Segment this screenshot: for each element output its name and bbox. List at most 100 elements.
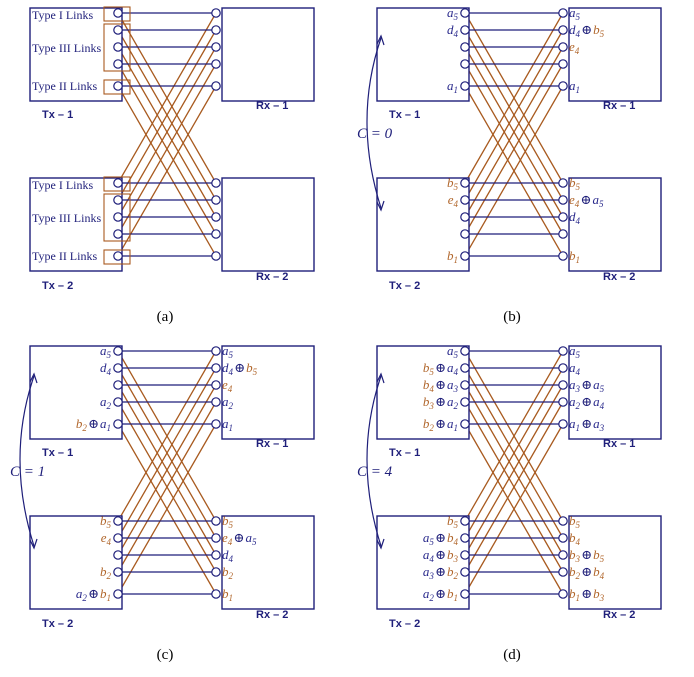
rx-node (558, 25, 568, 35)
tx1-symbol: b5 ⊕a4 (423, 360, 459, 377)
rx-node (211, 178, 221, 188)
rx-node (558, 419, 568, 429)
rx-node (211, 25, 221, 35)
rx1-symbol: d4 ⊕b5 (222, 360, 258, 377)
rx1-symbol: a2 ⊕a4 (569, 394, 605, 411)
tx-node (113, 380, 123, 390)
tx-node (460, 25, 470, 35)
rx-node (211, 419, 221, 429)
tx1-symbol: b4 ⊕a3 (423, 377, 459, 394)
rx-node (211, 516, 221, 526)
rx1-box (221, 345, 315, 440)
link-group-bracket (103, 193, 131, 242)
rx2-symbol: b5 (569, 175, 581, 192)
tx2-label: Tx – 2 (42, 618, 73, 630)
rx-node (558, 81, 568, 91)
rx-node (211, 251, 221, 261)
tx1-symbol: b3 ⊕a2 (423, 394, 459, 411)
rx2-symbol: d4 (569, 209, 581, 226)
rx-node (211, 212, 221, 222)
rx-node (211, 397, 221, 407)
tx-node (113, 229, 123, 239)
tx1-box (376, 345, 470, 440)
rx2-box (221, 177, 315, 272)
tx-node (113, 346, 123, 356)
rx1-box (221, 7, 315, 102)
cross-link-tx2-rx1 (464, 384, 564, 556)
tx-node (460, 419, 470, 429)
rx-node (558, 251, 568, 261)
tx1-symbol: b2 ⊕a1 (423, 416, 458, 433)
rx1-label: Rx – 1 (603, 100, 635, 112)
c-value-label: C = 1 (10, 464, 45, 480)
cross-wires (117, 350, 217, 595)
rx1-symbol: a1 (569, 78, 580, 95)
rx2-symbol: b2 (222, 564, 234, 581)
tx-node (113, 178, 123, 188)
rx1-symbol: a5 (569, 343, 581, 360)
tx-node (460, 516, 470, 526)
tx-node (113, 419, 123, 429)
rx-node (558, 229, 568, 239)
tx2-symbol: b5 (447, 175, 459, 192)
rx1-label: Rx – 1 (256, 100, 288, 112)
panel-caption: (d) (503, 647, 521, 663)
direct-wires (465, 12, 563, 257)
antenna-nodes (113, 8, 221, 261)
rx2-symbol: b1 ⊕b3 (569, 586, 605, 603)
tx1-symbol: d4 (447, 22, 459, 39)
tx-node (113, 25, 123, 35)
cross-link-tx2-rx1 (117, 423, 217, 595)
tx1-box (29, 345, 123, 440)
cross-link-tx2-rx1 (117, 401, 217, 573)
panel-c: Tx – 1Rx – 1Tx – 2Rx – 2(c)C = 1a5 d4 a2… (10, 343, 315, 663)
cross-link-tx2-rx1 (117, 367, 217, 539)
rx1-symbol: d4 ⊕b5 (569, 22, 605, 39)
rx-node (211, 533, 221, 543)
tx1-box (376, 7, 470, 102)
tx2-symbol: b5 (100, 513, 112, 530)
rx-node (211, 42, 221, 52)
tx-node (460, 81, 470, 91)
panel-d: Tx – 1Rx – 1Tx – 2Rx – 2(d)C = 4a5 b5 ⊕a… (357, 343, 662, 663)
tx2-symbol: b2 (100, 564, 112, 581)
rx-node (558, 397, 568, 407)
c-value-label: C = 0 (357, 126, 393, 142)
tx2-symbol: e4 (101, 530, 112, 547)
link-group-bracket (103, 79, 131, 95)
panel-caption: (c) (157, 647, 174, 663)
rx-node (211, 81, 221, 91)
c-value-label: C = 4 (357, 464, 393, 480)
tx-node (460, 550, 470, 560)
rx1-box (568, 345, 662, 440)
rx2-label: Rx – 2 (256, 609, 288, 621)
rx1-box (568, 7, 662, 102)
tx2-symbol: b5 (447, 513, 459, 530)
cross-link-tx2-rx1 (117, 12, 217, 184)
cross-wires (464, 12, 564, 257)
rx2-symbol: e4 ⊕a5 (222, 530, 257, 547)
cross-link-tx2-rx1 (464, 350, 564, 522)
arrowhead-icon (376, 200, 385, 212)
rx-node (211, 229, 221, 239)
tx-node (113, 363, 123, 373)
tx-node (113, 59, 123, 69)
cross-link-tx2-rx1 (117, 29, 217, 201)
rx-node (558, 380, 568, 390)
tx2-symbol: e4 (448, 192, 459, 209)
tx-node (113, 195, 123, 205)
antenna-nodes (113, 346, 221, 599)
tx2-label: Tx – 2 (389, 618, 420, 630)
tx2-symbol: a5 ⊕b4 (423, 530, 459, 547)
rx-node (558, 195, 568, 205)
rx1-symbol: a1 (222, 416, 233, 433)
cross-link-tx2-rx1 (464, 63, 564, 235)
tx-node (460, 59, 470, 69)
rx-node (558, 550, 568, 560)
coupling-arc (19, 375, 35, 547)
tx-node (460, 42, 470, 52)
rx-node (211, 363, 221, 373)
rx-node (558, 8, 568, 18)
rx2-symbol: b4 (569, 530, 581, 547)
